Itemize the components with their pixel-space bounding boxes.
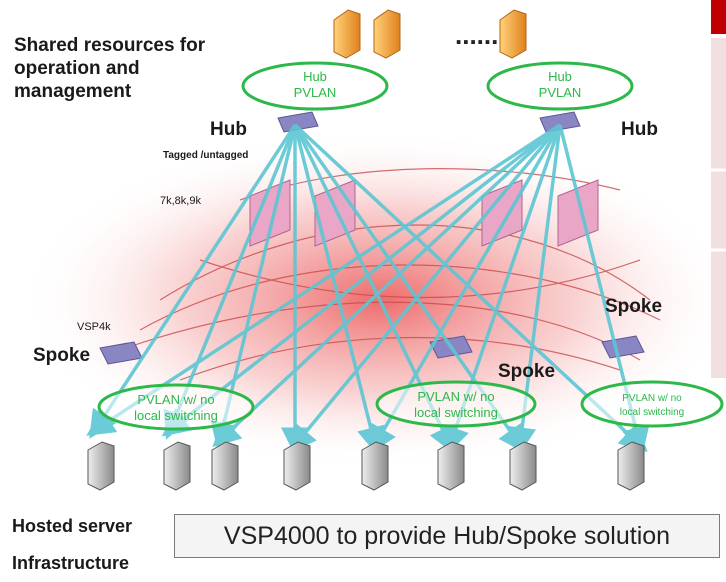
spoke-pvlan-text-right-1: PVLAN w/ no (622, 393, 682, 404)
server-bottom-4 (283, 441, 311, 491)
server-top-3 (499, 9, 527, 59)
hub-pvlan-text-left-1: Hub (303, 69, 327, 84)
spoke-pvlan-text-left-2: local switching (134, 408, 218, 423)
server-bottom-8 (617, 441, 645, 491)
spoke-pvlan-text-left-1: PVLAN w/ no (137, 392, 214, 407)
server-bottom-3 (211, 441, 239, 491)
spoke-label-left: Spoke (33, 345, 91, 366)
hub-label-right: Hub (621, 119, 658, 140)
shared-servers (333, 9, 527, 59)
server-top-2 (373, 9, 401, 59)
spoke-label-middle: Spoke (498, 361, 556, 382)
core-switch-4 (557, 179, 599, 247)
spoke-label-right: Spoke (605, 296, 663, 317)
hosted-servers (87, 441, 645, 491)
hub-pvlan-ellipse-left (241, 61, 389, 111)
server-bottom-2 (163, 441, 191, 491)
title-line-2: operation and (14, 58, 140, 79)
server-top-1 (333, 9, 361, 59)
hub-switch-right (539, 111, 581, 133)
shared-resources-title: Shared resources for operation and manag… (14, 34, 205, 103)
vsp4k-label: VSP4k (77, 321, 111, 333)
spoke-pvlan-ellipse-right (580, 380, 724, 428)
title-line-3: management (14, 81, 132, 102)
hosted-server-label: Hosted server (12, 516, 133, 536)
spoke-pvlan-text-middle-1: PVLAN w/ no (417, 389, 494, 404)
tagged-untagged-label: Tagged /untagged (163, 150, 249, 161)
hub-label-left: Hub (210, 119, 247, 140)
spoke-pvlan-ellipse-middle (375, 380, 537, 428)
hub-spoke-links (86, 123, 650, 456)
hub-pvlan-ellipse-right (486, 61, 634, 111)
title-line-1: Shared resources for (14, 35, 206, 56)
sidebar-red-strip (711, 0, 726, 34)
core-switch-1 (249, 179, 291, 247)
spoke-pvlan-text-right-2: local switching (620, 407, 684, 418)
sidebar-pink-strip (711, 38, 726, 378)
server-ellipsis: ...... (455, 20, 498, 50)
server-bottom-5 (361, 441, 389, 491)
solution-banner: VSP4000 to provide Hub/Spoke solution (174, 514, 720, 558)
spoke-pvlan-ellipse-left (97, 383, 255, 431)
hub-pvlan-text-right-2: PVLAN (539, 85, 582, 100)
server-bottom-1 (87, 441, 115, 491)
hub-switch-left (277, 111, 319, 133)
server-bottom-7 (509, 441, 537, 491)
spoke-pvlan-text-middle-2: local switching (414, 405, 498, 420)
infrastructure-label: Infrastructure (12, 553, 130, 573)
core-model-label: 7k,8k,9k (160, 195, 201, 207)
hub-pvlan-text-left-2: PVLAN (294, 85, 337, 100)
server-bottom-6 (437, 441, 465, 491)
hub-pvlan-text-right-1: Hub (548, 69, 572, 84)
